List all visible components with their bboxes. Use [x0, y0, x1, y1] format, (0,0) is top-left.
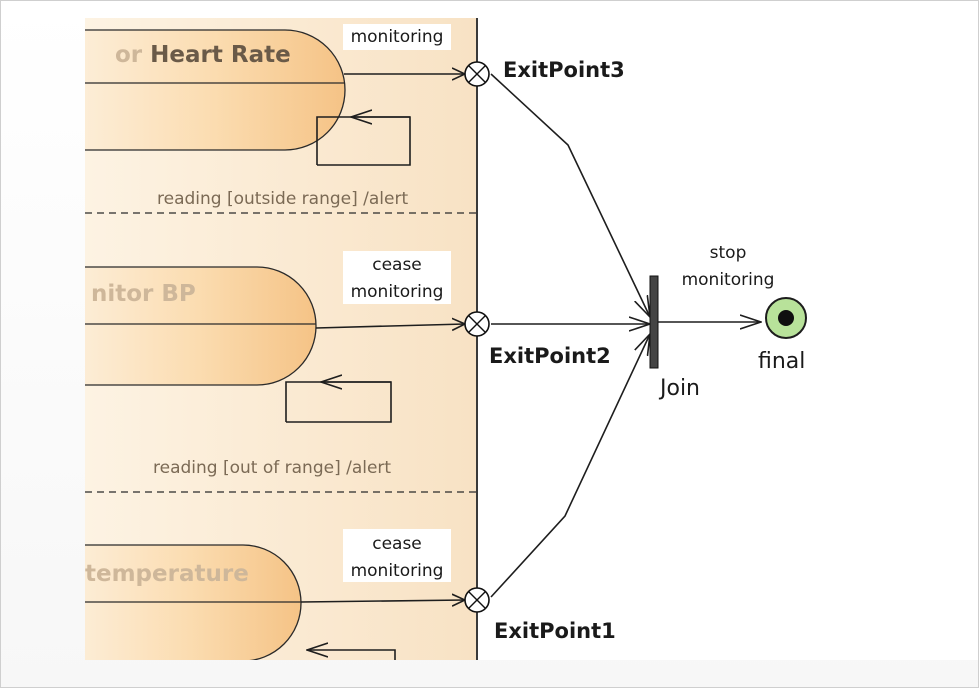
diagram-canvas: or Heart Rate reading [outside range] /a… [54, 18, 978, 662]
transition-label-bg-1 [343, 24, 451, 50]
transition-label-2-line1: cease [372, 255, 422, 275]
transition-label-1: monitoring [351, 27, 444, 47]
transition-label-3-line1: cease [372, 534, 422, 554]
state-heart-rate-name: or Heart Rate [115, 42, 291, 68]
guard-label-bp: reading [out of range] /alert [153, 458, 391, 478]
state-monitor-bp[interactable] [54, 266, 317, 386]
transition-label-bg-3 [343, 529, 451, 582]
transition-exitpoint3-to-join[interactable] [490, 73, 650, 317]
state-monitor-temperature[interactable] [54, 544, 302, 662]
state-temperature-name: temperature [85, 561, 249, 587]
state-monitor-heart-rate[interactable] [54, 29, 346, 151]
final-transition-label-line1: stop [710, 243, 747, 263]
final-state-node[interactable] [765, 297, 807, 339]
transition-exitpoint1-to-join[interactable] [490, 334, 650, 598]
state-bp-name: nitor BP [91, 281, 196, 307]
guard-label-heart-rate: reading [outside range] /alert [157, 189, 408, 209]
final-state-label: final [758, 349, 805, 374]
exitpoint2-label: ExitPoint2 [489, 344, 611, 368]
state-machine-diagram: or Heart Rate reading [outside range] /a… [54, 18, 807, 662]
join-bar[interactable] [649, 275, 659, 369]
self-transition-temperature[interactable] [307, 650, 396, 660]
transition-label-2-line2: monitoring [351, 282, 444, 302]
transition-label-bg-2 [343, 251, 451, 304]
transition-temperature-to-exitpoint1[interactable] [300, 600, 465, 602]
exitpoint3-label: ExitPoint3 [503, 58, 625, 82]
exitpoint2-node[interactable] [464, 311, 490, 337]
exitpoint3-node[interactable] [464, 61, 490, 87]
join-label: Join [658, 376, 700, 401]
transition-label-3-line2: monitoring [351, 561, 444, 581]
exitpoint1-node[interactable] [464, 587, 490, 613]
exitpoint1-label: ExitPoint1 [494, 619, 616, 643]
transition-bp-to-exitpoint2[interactable] [315, 324, 465, 328]
final-transition-label-line2: monitoring [682, 270, 775, 290]
